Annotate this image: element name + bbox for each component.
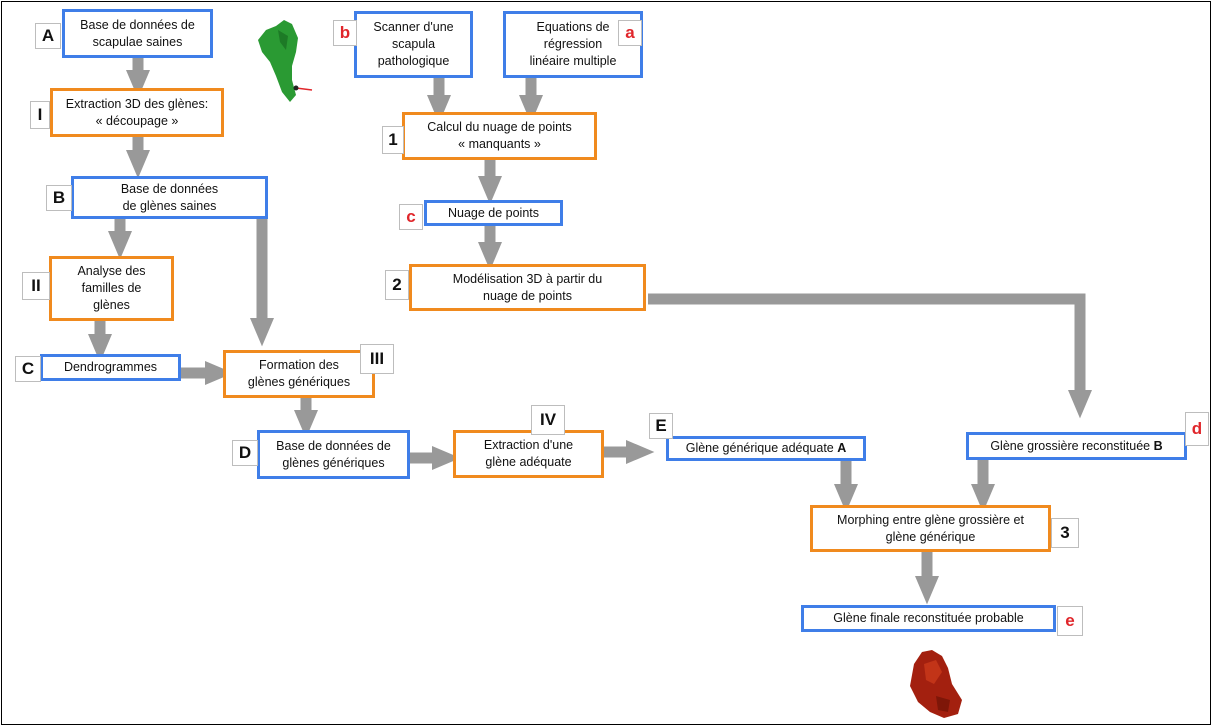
tag-D: D [232, 440, 258, 466]
box-d-coarse-reconstructed-glene: Glène grossière reconstituée B [966, 432, 1187, 460]
box-2-3d-modeling: Modélisation 3D à partir du nuage de poi… [409, 264, 646, 311]
box-IV-adequate-glene-extraction: Extraction d'une glène adéquate [453, 430, 604, 478]
tag-C: C [15, 356, 41, 382]
box-E-label: Glène générique adéquate [685, 441, 834, 456]
tag-a: a [618, 20, 642, 46]
tag-b: b [333, 20, 357, 46]
tag-e: e [1057, 606, 1083, 636]
tag-E: E [649, 413, 673, 439]
box-D-generic-glenes-db: Base de données de glènes génériques [257, 430, 410, 479]
tag-3: 3 [1051, 518, 1079, 548]
box-1-missing-points-calculation: Calcul du nuage de points « manquants » [402, 112, 597, 160]
tag-II: II [22, 272, 50, 300]
scapula-3d-icon [258, 20, 313, 102]
box-B-healthy-glenes-db: Base de données de glènes saines [71, 176, 268, 219]
box-II-glene-families: Analyse des familles de glènes [49, 256, 174, 321]
tag-I: I [30, 101, 50, 129]
box-b-pathological-scan: Scanner d'une scapula pathologique [354, 11, 473, 78]
box-C-dendrograms: Dendrogrammes [40, 354, 181, 381]
tag-B: B [46, 185, 72, 211]
box-I-3d-extraction: Extraction 3D des glènes: « découpage » [50, 88, 224, 137]
box-c-point-cloud: Nuage de points [424, 200, 563, 226]
tag-2: 2 [385, 270, 409, 300]
tag-A: A [35, 23, 61, 49]
box-E-adequate-generic-glene: Glène générique adéquate A [666, 436, 866, 461]
box-III-generic-glenes-formation: Formation des glènes génériques [223, 350, 375, 398]
tag-III: III [360, 344, 394, 374]
box-d-label-bold: B [1153, 438, 1163, 453]
arrow-2-to-d [648, 293, 1093, 419]
box-A-healthy-scapulae-db: Base de données de scapulae saines [62, 9, 213, 58]
box-E-label-bold: A [837, 441, 847, 456]
tag-1: 1 [382, 126, 404, 154]
box-e-final-probable-glene: Glène finale reconstituée probable [801, 605, 1056, 632]
box-3-morphing: Morphing entre glène grossière et glène … [810, 505, 1051, 552]
tag-d: d [1185, 412, 1209, 446]
tag-c: c [399, 204, 423, 230]
tag-IV: IV [531, 405, 565, 435]
glene-3d-icon [910, 650, 962, 718]
box-d-label: Glène grossière reconstituée [990, 438, 1151, 453]
